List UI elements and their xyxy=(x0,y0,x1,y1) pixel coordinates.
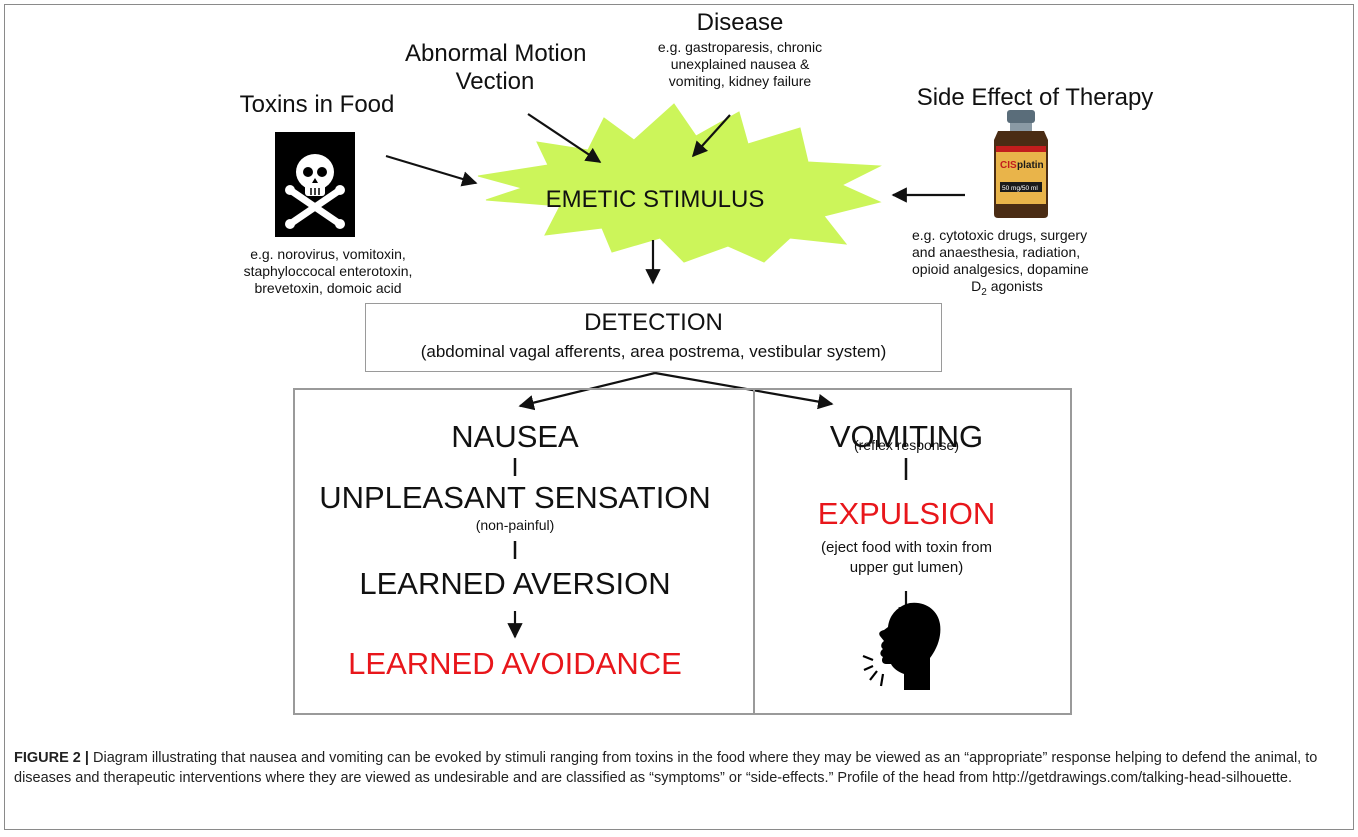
emetic-stimulus-label: EMETIC STIMULUS xyxy=(545,186,765,213)
emetic-starburst xyxy=(477,103,882,263)
vomiting-label: VOMITING xyxy=(829,419,984,454)
figure-caption: FIGURE 2 | Diagram illustrating that nau… xyxy=(14,748,1344,788)
vial-sublabel: 50 mg/50 ml xyxy=(1002,185,1038,192)
toxins-examples: e.g. norovirus, vomitoxin, staphyloccoca… xyxy=(243,246,413,296)
cisplatin-vial-icon: CIS platin 50 mg/50 ml xyxy=(988,110,1054,218)
expulsion-note: (eject food with toxin from upper gut lu… xyxy=(821,539,992,576)
learned-aversion-label: LEARNED AVERSION xyxy=(359,566,671,601)
reflex-response-note: (reflex response) xyxy=(853,437,960,453)
unpleasant-sensation-label: UNPLEASANT SENSATION xyxy=(319,480,711,515)
non-painful-note: (non-painful) xyxy=(475,517,555,533)
skull-crossbones-icon xyxy=(275,132,355,237)
therapy-title: Side Effect of Therapy xyxy=(916,84,1154,111)
disease-title: Disease xyxy=(696,9,784,36)
responses-box xyxy=(293,388,1072,715)
caption-text: Diagram illustrating that nausea and vom… xyxy=(14,750,1318,786)
detection-box xyxy=(365,303,942,372)
vial-label-cis: CIS xyxy=(1000,160,1017,171)
nausea-label: NAUSEA xyxy=(451,419,579,454)
responses-divider xyxy=(753,388,755,715)
figure-frame xyxy=(4,4,1354,830)
vomiting-head-icon xyxy=(862,602,941,690)
disease-examples: e.g. gastroparesis, chronic unexplained … xyxy=(657,39,823,89)
therapy-examples: e.g. cytotoxic drugs, surgery and anaest… xyxy=(912,227,1089,298)
arrow-disease xyxy=(691,114,731,158)
arrow-toxins xyxy=(385,154,478,187)
detection-title: DETECTION xyxy=(584,309,723,336)
toxins-title: Toxins in Food xyxy=(239,91,395,118)
vial-label-platin: platin xyxy=(1017,160,1044,171)
motion-title: Abnormal Motion Vection xyxy=(405,40,587,95)
learned-avoidance-label: LEARNED AVOIDANCE xyxy=(348,646,682,681)
caption-label: FIGURE 2 | xyxy=(14,750,89,766)
detection-subtitle: (abdominal vagal afferents, area postrem… xyxy=(420,342,887,361)
arrow-motion xyxy=(527,113,602,163)
expulsion-label: EXPULSION xyxy=(817,496,996,531)
